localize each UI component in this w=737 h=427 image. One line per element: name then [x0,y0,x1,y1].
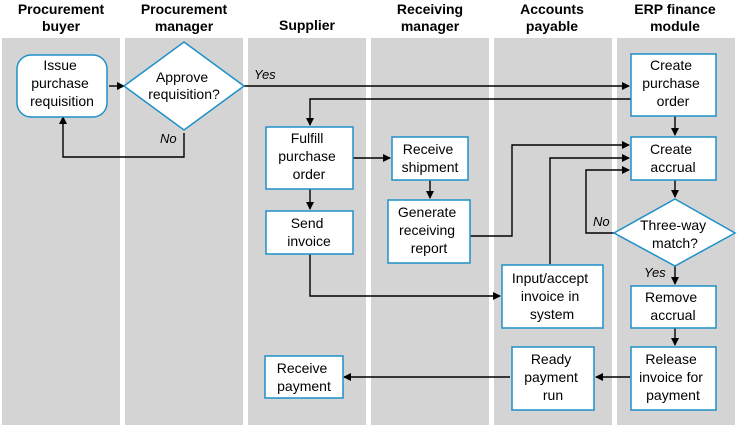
node-fulfill-purchase-order-label: Fulfill purchase order [278,130,339,182]
node-receive-shipment[interactable]: Receive shipment [391,136,469,181]
node-send-invoice[interactable]: Send invoice [265,210,354,255]
node-receive-payment-label: Receive payment [277,360,331,394]
node-receive-payment-shape [264,355,344,399]
node-receive-payment[interactable]: Receive payment [264,355,344,399]
node-create-accrual[interactable]: Create accrual [630,136,717,181]
node-create-accrual-label: Create accrual [650,141,696,175]
node-create-purchase-order-label: Create purchase order [642,57,703,109]
edge-label-yes-match: Yes [644,265,666,280]
node-generate-receiving-report[interactable]: Generate receiving report [387,199,471,264]
node-remove-accrual-label: Remove accrual [645,289,701,323]
node-remove-accrual[interactable]: Remove accrual [630,285,717,329]
node-ready-payment-run-label: Ready payment run [524,351,582,403]
node-three-way-match-label: Three-way match? [640,217,710,251]
node-input-invoice-label: Input/accept invoice in system [512,270,592,322]
node-approve-requisition-shape [122,41,246,131]
node-send-invoice-label: Send invoice [287,215,331,249]
edges [59,82,679,381]
node-remove-accrual-shape [630,285,717,329]
node-approve-requisition[interactable]: Approve requisition? [122,41,246,131]
node-receive-shipment-shape [391,136,469,181]
node-release-invoice-label: Release invoice for payment [639,351,707,403]
node-issue-requisition[interactable]: Issue purchase requisition [16,54,108,118]
edge-three-way-no-to-accrual [585,166,630,234]
node-create-purchase-order[interactable]: Create purchase order [630,53,717,117]
node-release-invoice[interactable]: Release invoice for payment [630,346,717,411]
lane-title-supplier: Supplier [279,17,336,33]
node-create-accrual-shape [630,136,717,181]
node-ready-payment-run-shape [511,346,595,411]
node-generate-receiving-report-shape [387,199,471,264]
node-generate-receiving-report-label: Generate receiving report [398,204,460,256]
node-issue-requisition-shape [16,54,108,118]
edge-create-po-to-fulfill [306,98,675,126]
node-ready-payment-run[interactable]: Ready payment run [511,346,595,411]
node-three-way-match[interactable]: Three-way match? [612,198,737,267]
edge-send-invoice-to-input [309,254,501,300]
node-three-way-match-shape [612,198,737,267]
node-issue-requisition-label: Issue purchase requisition [30,57,94,109]
edge-label-yes-approve: Yes [254,67,276,82]
edge-label-no-match: No [593,214,610,229]
node-fulfill-purchase-order[interactable]: Fulfill purchase order [265,126,354,190]
node-input-invoice-shape [501,264,604,329]
edge-input-to-accrual [549,154,630,264]
node-release-invoice-shape [630,346,717,411]
edge-approve-no-to-issue [59,116,185,158]
edge-labels: Yes No No Yes [160,67,666,280]
node-create-purchase-order-shape [630,53,717,117]
node-send-invoice-shape [265,210,354,255]
node-fulfill-purchase-order-shape [265,126,354,190]
node-approve-requisition-label: Approve requisition? [148,69,220,102]
nodes: Issue purchase requisition Approve requi… [16,41,737,411]
node-receive-shipment-label: Receive shipment [402,141,459,175]
edge-generate-to-accrual [470,141,630,237]
node-input-invoice[interactable]: Input/accept invoice in system [501,264,604,329]
edge-label-no-approve: No [160,131,177,146]
